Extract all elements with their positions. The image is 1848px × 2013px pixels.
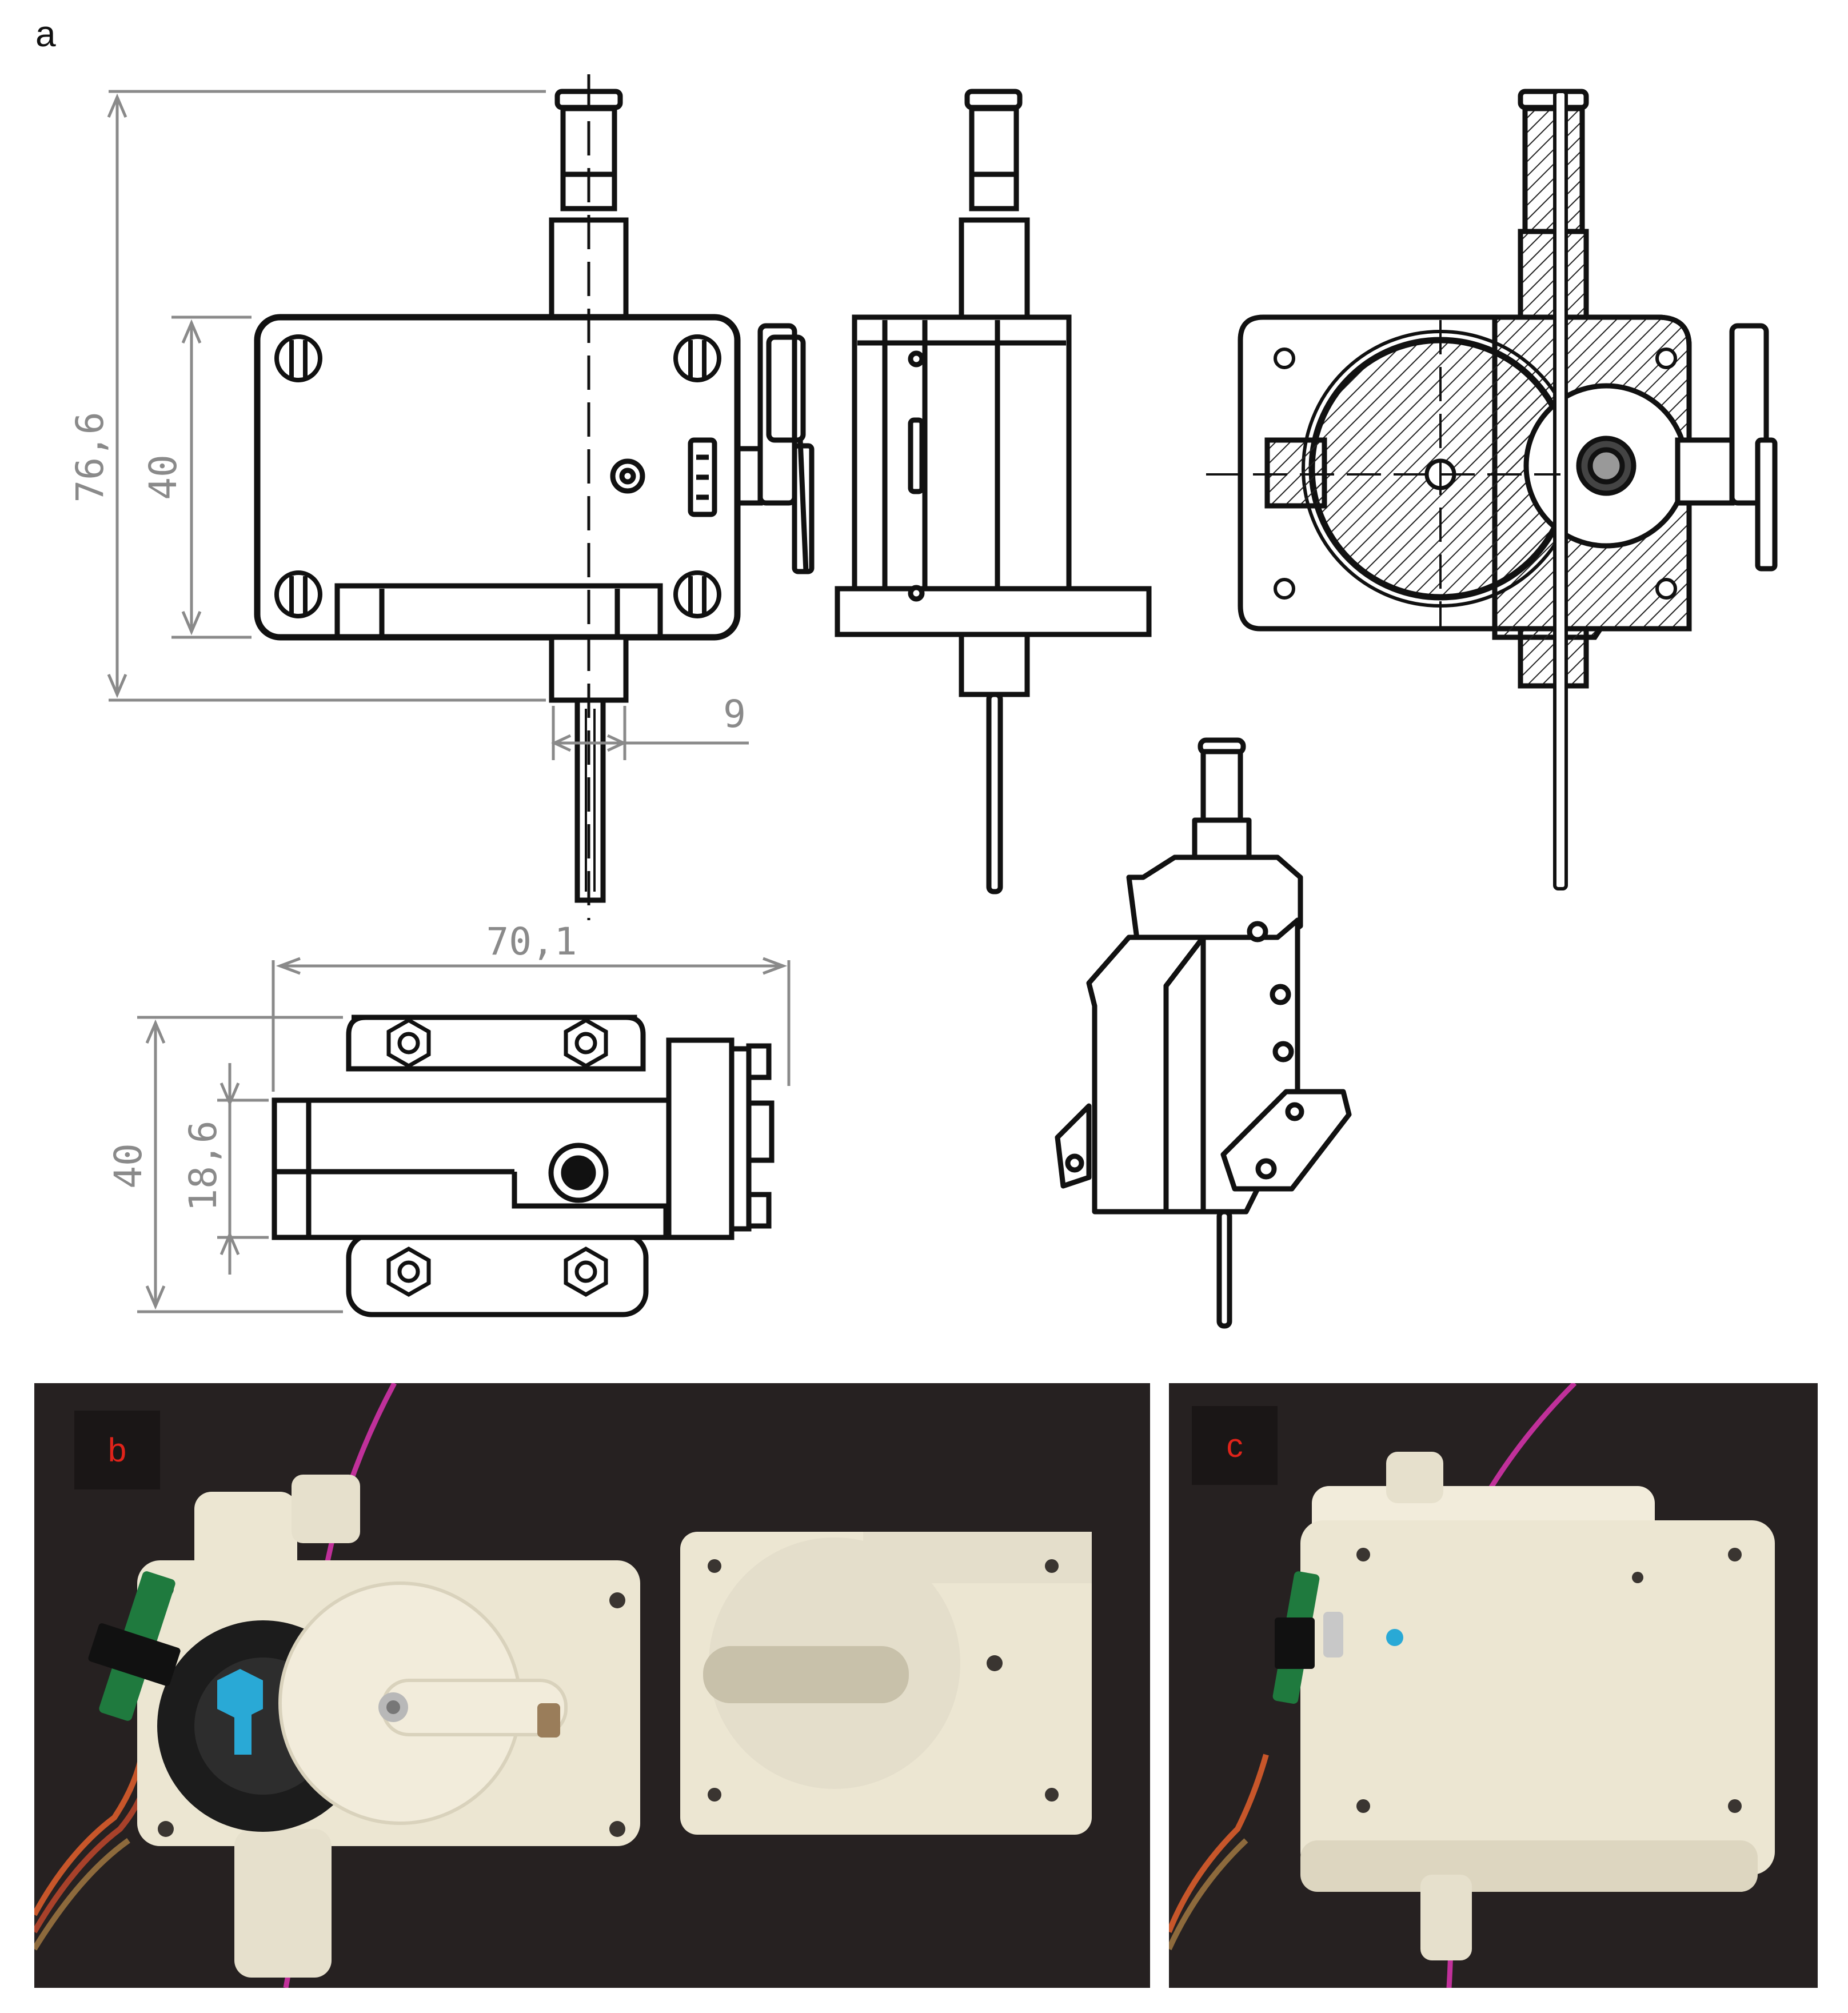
section-view (1206, 89, 1778, 890)
isometric-view (1055, 737, 1352, 1329)
side-view (835, 89, 1152, 894)
extruder-left-body (137, 1475, 640, 1978)
bottom-view (272, 1015, 775, 1317)
dimension-nozzle-width: 9 (723, 692, 746, 736)
extruder-assembled-body (1300, 1452, 1775, 1960)
dimension-total-width-bottom: 70,1 (486, 920, 577, 964)
encoder-pcb (88, 1571, 181, 1721)
dimension-inner-height-bottom: 18,6 (181, 1121, 225, 1212)
encoder-pcb (1272, 1571, 1320, 1704)
dimension-body-height-bottom: 40 (106, 1143, 150, 1188)
front-view-dimensions (107, 90, 749, 760)
photo-panel-c: c (1169, 1383, 1818, 1988)
extruder-disassembled-photo (34, 1383, 1092, 1988)
panel-label-a: a (35, 13, 56, 54)
dimension-total-height: 76,6 (68, 412, 112, 503)
dimension-body-height-front: 40 (141, 454, 185, 500)
panel-label-c: c (1192, 1406, 1278, 1485)
panel-label-b: b (74, 1411, 160, 1489)
extruder-assembled-photo (1169, 1383, 1775, 1988)
extruder-right-body (680, 1532, 1092, 1835)
photo-panel-b: b (34, 1383, 1150, 1988)
bottom-view-dimensions (137, 957, 791, 1313)
technical-drawing: 76,6 40 9 (68, 74, 1778, 1329)
front-view (254, 74, 815, 920)
